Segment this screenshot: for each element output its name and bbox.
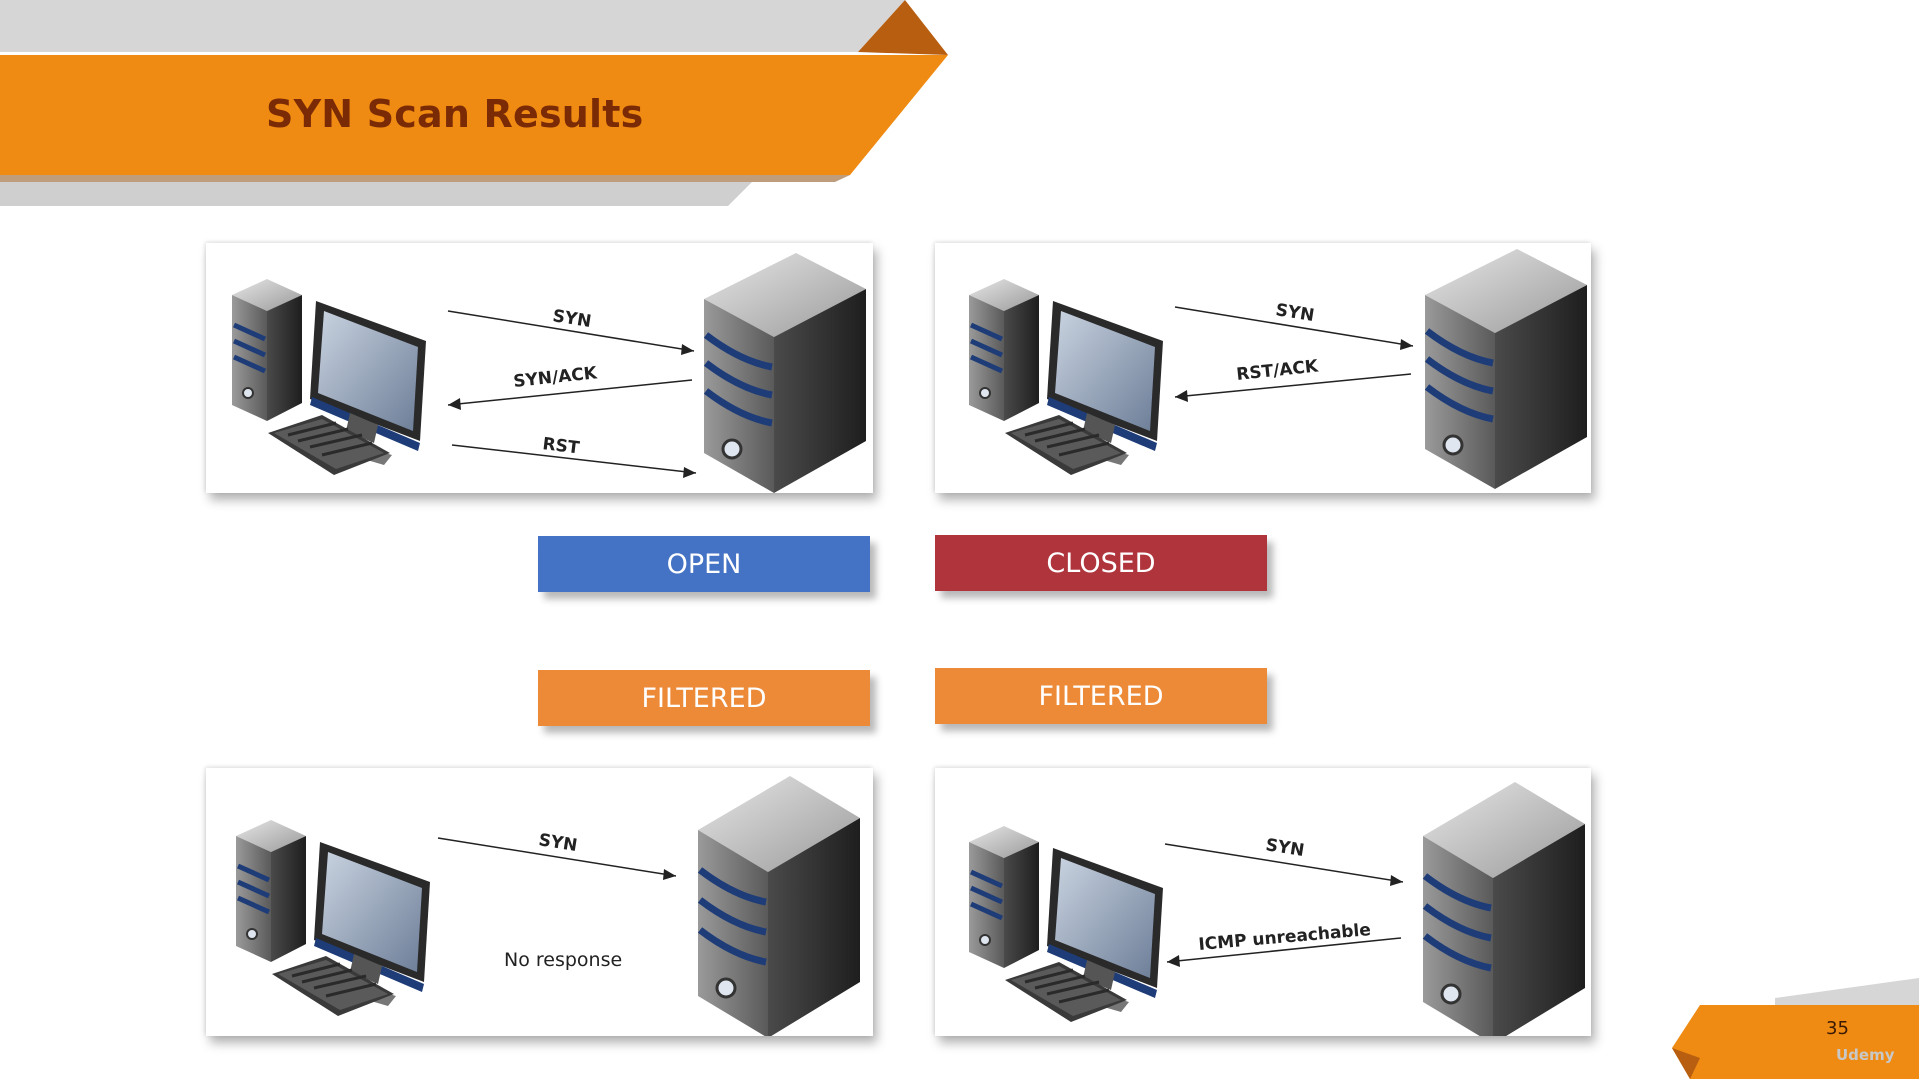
page-number: 35 [1826, 1018, 1849, 1039]
footer-orange-banner [1672, 1005, 1919, 1079]
diagram-open: SYN SYN/ACK RST [206, 243, 873, 493]
msg-rst-ack: RST/ACK [1235, 356, 1319, 385]
header-orange-banner [0, 55, 948, 175]
status-open: OPEN [538, 536, 870, 592]
status-open-label: OPEN [666, 548, 742, 580]
msg-syn-ack: SYN/ACK [512, 363, 598, 392]
diagram-filtered-icmp-svg: SYN ICMP unreachable [935, 768, 1591, 1036]
header-shadow [0, 175, 850, 182]
status-filtered-right: FILTERED [935, 668, 1267, 724]
arrow-syn [437, 837, 677, 880]
client-computer-icon [969, 279, 1163, 475]
status-filtered-left-label: FILTERED [641, 682, 767, 714]
diagram-closed: SYN RST/ACK [935, 243, 1591, 493]
status-closed: CLOSED [935, 535, 1267, 591]
arrow-syn [1174, 306, 1414, 350]
header-bottom-grey-band [0, 182, 752, 206]
header-top-grey-band [0, 0, 905, 52]
status-filtered-left: FILTERED [538, 670, 870, 726]
header-fold [858, 0, 948, 55]
slide-title: SYN Scan Results [266, 92, 644, 136]
arrow-icmp-unreachable [1166, 937, 1402, 967]
server-icon [1425, 249, 1587, 489]
msg-syn: SYN [1274, 300, 1315, 326]
msg-rst: RST [541, 434, 580, 458]
arrow-syn [447, 310, 695, 355]
diagram-filtered-icmp: SYN ICMP unreachable [935, 768, 1591, 1036]
server-icon [1423, 782, 1585, 1036]
footer-fold [1672, 1048, 1700, 1079]
no-response-note: No response [504, 949, 622, 971]
arrow-rst-ack [1174, 373, 1412, 402]
msg-syn: SYN [537, 830, 578, 856]
diagram-open-svg: SYN SYN/ACK RST [206, 243, 873, 493]
client-computer-icon [969, 826, 1163, 1022]
server-icon [704, 253, 866, 493]
status-filtered-right-label: FILTERED [1038, 680, 1164, 712]
msg-syn: SYN [1264, 835, 1305, 861]
client-computer-icon [236, 820, 430, 1016]
watermark-logo: Udemy [1836, 1046, 1895, 1064]
diagram-filtered-no-response-svg: SYN No response [206, 768, 873, 1036]
arrow-rst [451, 444, 697, 478]
status-closed-label: CLOSED [1046, 547, 1156, 579]
client-computer-icon [232, 279, 426, 475]
footer-grey-band [1775, 978, 1919, 1010]
arrow-syn-ack [447, 379, 693, 410]
server-icon [698, 776, 860, 1036]
diagram-closed-svg: SYN RST/ACK [935, 243, 1591, 493]
diagram-filtered-no-response: SYN No response [206, 768, 873, 1036]
arrow-syn [1164, 843, 1404, 886]
